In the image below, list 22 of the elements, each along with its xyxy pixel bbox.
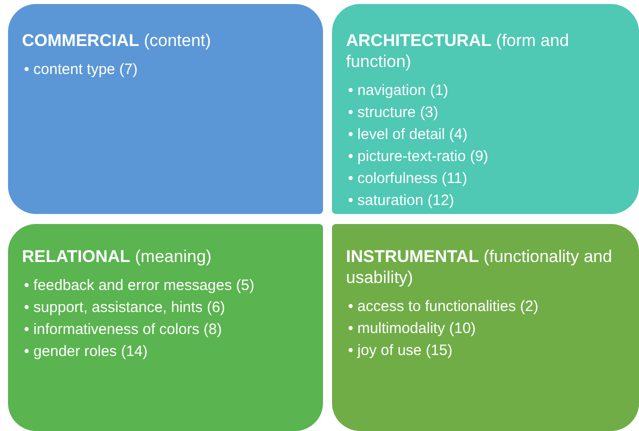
panel-heading: COMMERCIAL (content) bbox=[22, 30, 212, 51]
list-item: • navigation (1) bbox=[347, 81, 450, 101]
list-item: • content type (7) bbox=[23, 60, 139, 80]
list-item: • picture-text-ratio (9) bbox=[347, 147, 490, 167]
list-item: • support, assistance, hints (6) bbox=[23, 298, 226, 318]
category-panel bbox=[332, 4, 639, 214]
list-item: • gender roles (14) bbox=[23, 342, 149, 362]
list-item: • colorfulness (11) bbox=[347, 169, 468, 189]
list-item: • level of detail (4) bbox=[347, 125, 468, 145]
category-panel bbox=[8, 224, 323, 431]
list-item: • structure (3) bbox=[347, 103, 440, 123]
list-item: • joy of use (15) bbox=[347, 341, 454, 361]
category-panel bbox=[332, 224, 639, 431]
panel-heading: INSTRUMENTAL (functionality and usability) bbox=[346, 246, 614, 288]
panel-heading: ARCHITECTURAL (form and function) bbox=[346, 30, 570, 72]
list-item: • access to functionalities (2) bbox=[347, 297, 540, 317]
list-item: • multimodality (10) bbox=[347, 319, 477, 339]
category-panel bbox=[8, 4, 323, 214]
list-item: • saturation (12) bbox=[347, 191, 456, 211]
list-item: • feedback and error messages (5) bbox=[23, 276, 256, 296]
panel-heading: RELATIONAL (meaning) bbox=[22, 246, 213, 267]
list-item: • informativeness of colors (8) bbox=[23, 320, 223, 340]
